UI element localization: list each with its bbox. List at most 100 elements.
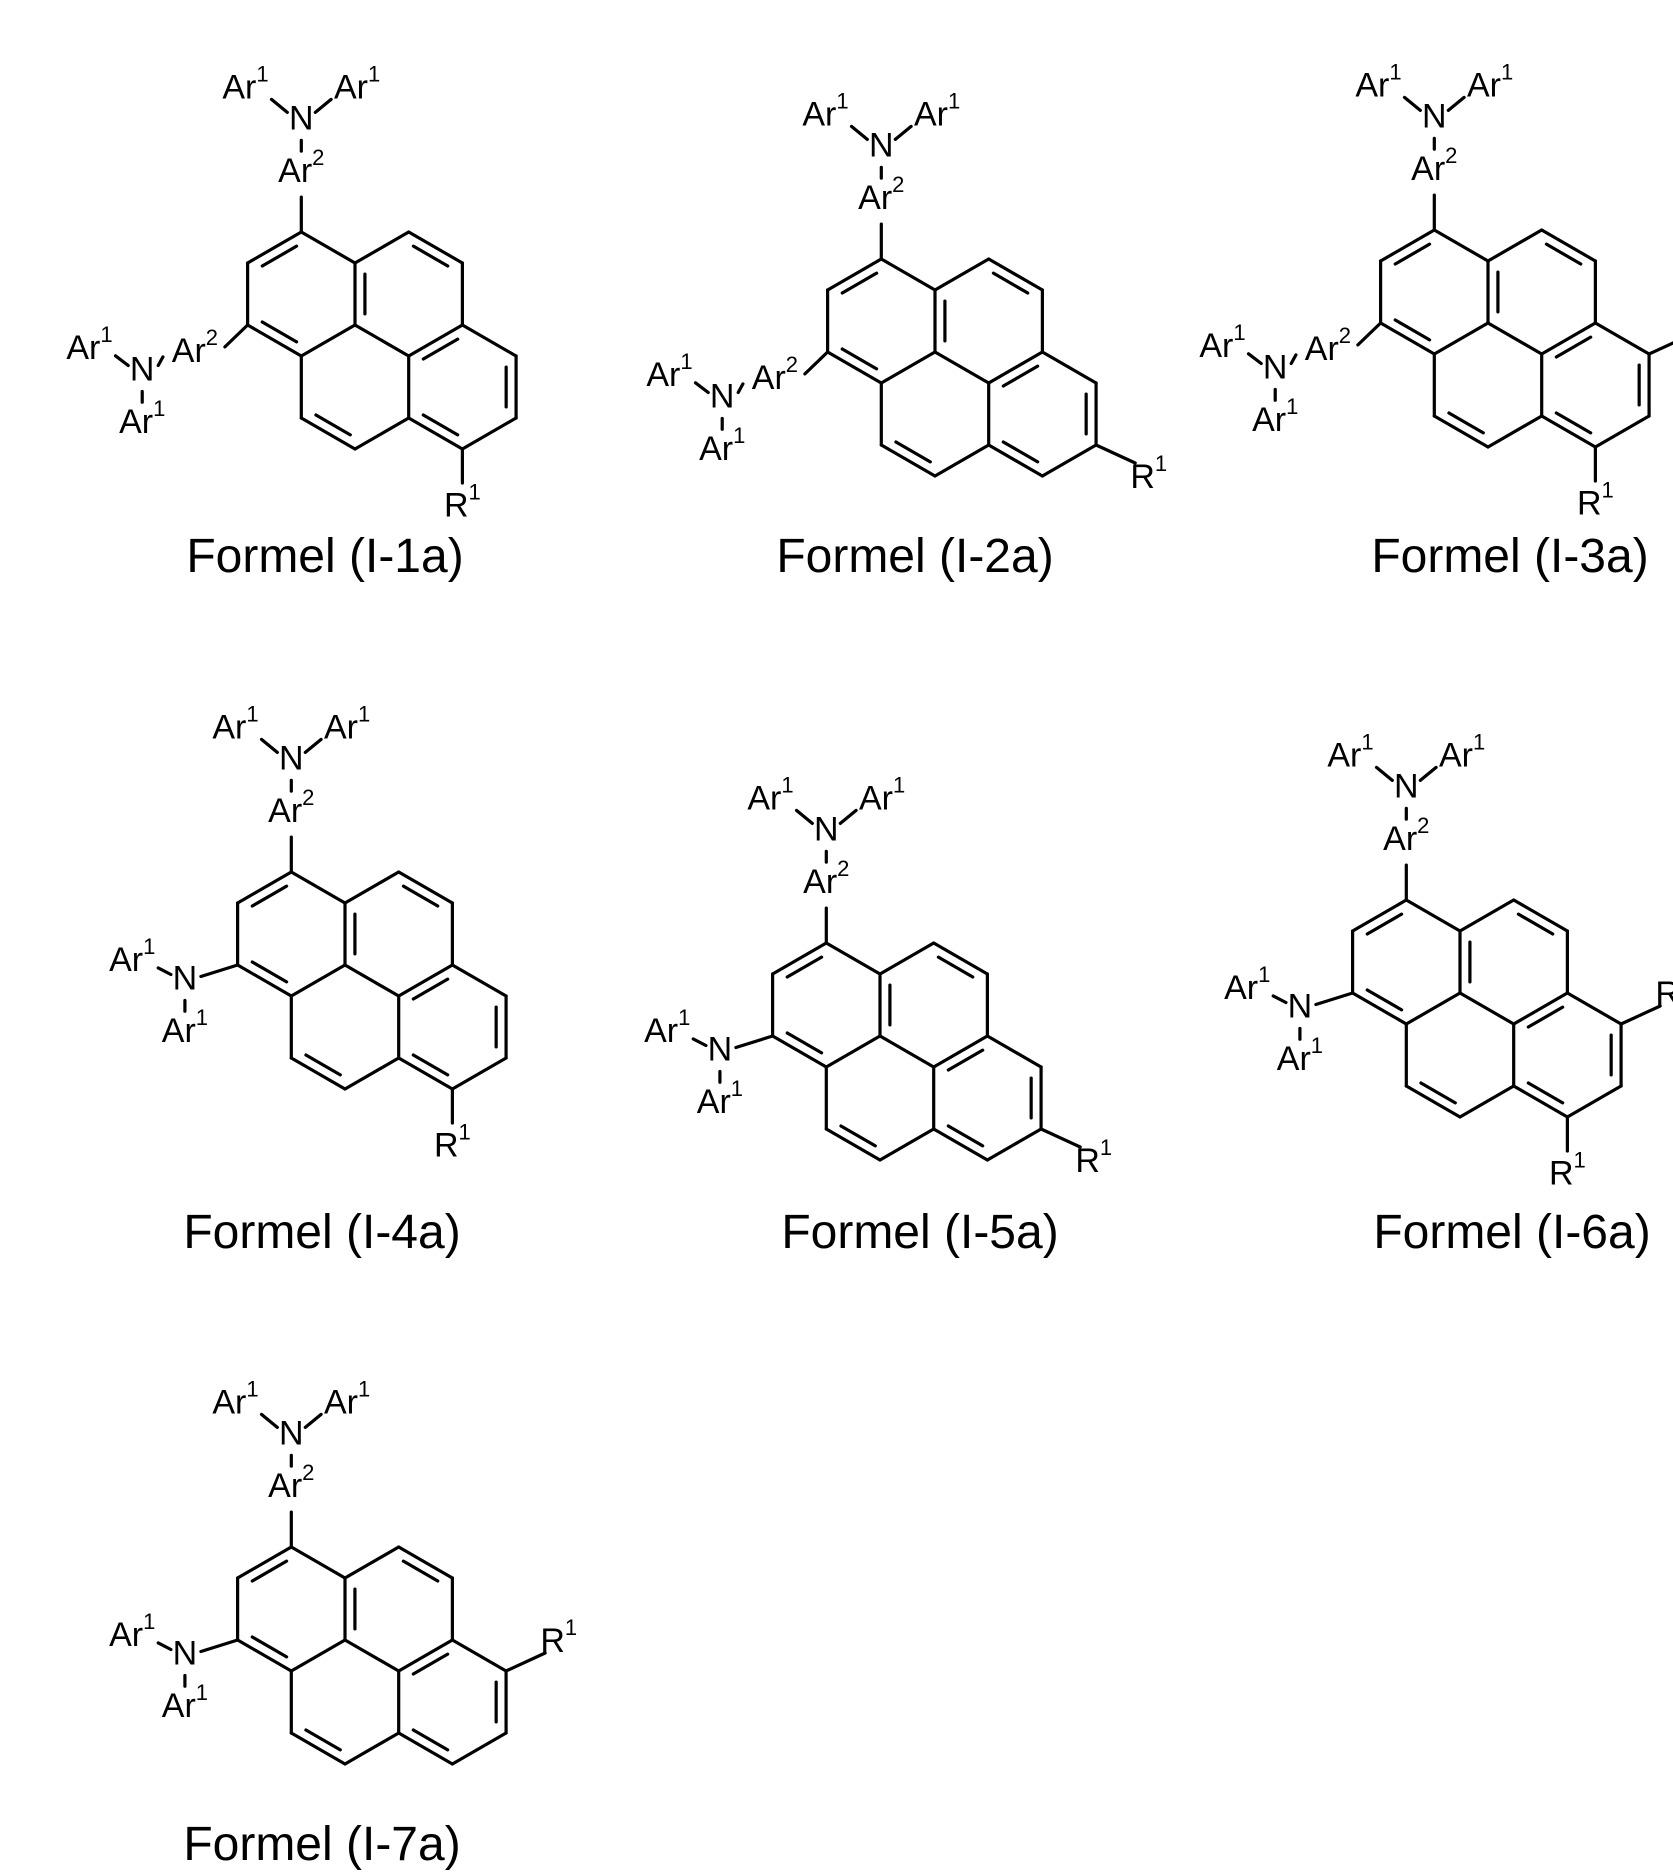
ar1-label-symbol: Ar bbox=[914, 95, 948, 133]
n-left-label-symbol: N bbox=[1263, 348, 1288, 386]
ar2-left-label: Ar2 bbox=[1305, 323, 1351, 368]
double-bond-line bbox=[413, 1654, 447, 1674]
ring-bond bbox=[291, 872, 345, 903]
ar1-label-symbol: Ar bbox=[699, 430, 733, 468]
n-top-label: N bbox=[289, 99, 314, 137]
ar1-label: Ar1 bbox=[66, 322, 112, 367]
n-top-label: N bbox=[279, 1414, 304, 1452]
double-bond-line bbox=[787, 957, 821, 977]
ar1-label-superscript: 1 bbox=[680, 349, 692, 374]
double-bond-line bbox=[896, 442, 930, 462]
double-bond-line bbox=[413, 1730, 447, 1750]
double-bond-line bbox=[403, 886, 437, 906]
double-bond-line bbox=[1003, 366, 1037, 386]
ar1-label-symbol: Ar bbox=[334, 68, 368, 106]
n-left-label-symbol: N bbox=[710, 377, 735, 415]
ring-bond bbox=[1460, 1086, 1514, 1117]
r1-label: R1 bbox=[434, 1120, 471, 1165]
ar2-left-label-symbol: Ar bbox=[172, 332, 206, 370]
ar1-label: Ar1 bbox=[747, 772, 793, 817]
ar1-label: Ar1 bbox=[697, 1076, 743, 1121]
ring-bond bbox=[345, 1733, 399, 1764]
bond-n-ar1 bbox=[840, 810, 856, 823]
double-bond-line bbox=[1421, 1083, 1455, 1103]
ar1-label-symbol: Ar bbox=[324, 708, 358, 746]
bond-n-ar1 bbox=[1273, 996, 1286, 1003]
bond-n-ar1 bbox=[1448, 97, 1464, 110]
ring-bond bbox=[1460, 900, 1514, 931]
ar2-left-label-superscript: 2 bbox=[206, 325, 218, 350]
n-left-label-symbol: N bbox=[708, 1030, 733, 1068]
ar2-top-label-superscript: 2 bbox=[1445, 143, 1457, 168]
bond-n-ar1 bbox=[797, 810, 813, 823]
n-top-label: N bbox=[814, 810, 839, 848]
ring-bond bbox=[452, 965, 506, 996]
formula-caption: Formel (I-6a) bbox=[1373, 1206, 1650, 1259]
n-top-label-symbol: N bbox=[289, 99, 314, 137]
r1-label: R1 bbox=[444, 480, 481, 525]
n-top-label: N bbox=[1394, 767, 1419, 805]
ring-bond bbox=[291, 1640, 345, 1671]
ar1-label-symbol: Ar bbox=[212, 708, 246, 746]
bond-ar2-n bbox=[1291, 355, 1296, 364]
r1-label-superscript: 1 bbox=[459, 1120, 471, 1145]
r1-label-symbol: R bbox=[1577, 485, 1602, 523]
ring-bond bbox=[301, 232, 355, 263]
r1-label-superscript: 1 bbox=[565, 1615, 577, 1640]
double-bond-line bbox=[316, 415, 350, 435]
ring-bond bbox=[1595, 323, 1649, 354]
bond-to-r1 bbox=[1621, 1006, 1660, 1024]
ring-bond bbox=[345, 965, 399, 996]
n-top-label: N bbox=[279, 739, 304, 777]
ring-bond bbox=[880, 1036, 934, 1067]
double-bond-line bbox=[1546, 244, 1580, 264]
double-bond-line bbox=[938, 957, 972, 977]
ring-bond bbox=[987, 1129, 1041, 1160]
ar1-label-superscript: 1 bbox=[1501, 59, 1513, 84]
ar1-label: Ar1 bbox=[1467, 59, 1513, 104]
ring-bond bbox=[880, 1129, 934, 1160]
double-bond-line bbox=[842, 273, 876, 293]
formula-caption: Formel (I-7a) bbox=[183, 1818, 460, 1871]
ring-bond bbox=[291, 1547, 345, 1578]
ar1-label: Ar1 bbox=[162, 1680, 208, 1725]
ring-bond bbox=[1567, 1086, 1621, 1117]
ar1-label-superscript: 1 bbox=[1389, 59, 1401, 84]
ar1-label: Ar1 bbox=[162, 1005, 208, 1050]
double-bond-line bbox=[948, 1050, 982, 1070]
ar1-label-superscript: 1 bbox=[256, 61, 268, 86]
double-bond-line bbox=[1395, 244, 1429, 264]
ar1-label: Ar1 bbox=[1199, 320, 1245, 365]
bond-n-ar1 bbox=[1377, 767, 1393, 780]
ar1-label: Ar1 bbox=[1277, 1033, 1323, 1078]
ar1-label-symbol: Ar bbox=[1439, 736, 1473, 774]
ring-bond bbox=[1042, 352, 1096, 383]
ar1-label-superscript: 1 bbox=[368, 61, 380, 86]
n-left-label-symbol: N bbox=[173, 1634, 198, 1672]
ar2-top-label-symbol: Ar bbox=[858, 179, 892, 217]
r1-label-symbol: R bbox=[1549, 1155, 1574, 1193]
ring-bond bbox=[1434, 323, 1488, 354]
bond-n-ar1 bbox=[1405, 97, 1421, 110]
ar1-label-symbol: Ar bbox=[212, 1383, 246, 1421]
bond-n-ar1 bbox=[158, 1643, 171, 1650]
double-bond-line bbox=[413, 246, 447, 266]
n-top-label: N bbox=[1422, 97, 1447, 135]
ar1-label: Ar1 bbox=[222, 61, 268, 106]
ring-bond bbox=[462, 418, 516, 449]
r1-label-symbol: R bbox=[444, 487, 469, 525]
r1-label: R1 bbox=[1075, 1135, 1112, 1180]
ring-bond bbox=[355, 325, 409, 356]
ar2-top-label-superscript: 2 bbox=[302, 785, 314, 810]
ar2-top-label-symbol: Ar bbox=[268, 792, 302, 830]
ar1-label: Ar1 bbox=[324, 1376, 370, 1421]
formula-caption: Formel (I-5a) bbox=[781, 1206, 1058, 1259]
double-bond-line bbox=[787, 1033, 821, 1053]
ar1-label: Ar1 bbox=[802, 88, 848, 133]
ring-bond bbox=[345, 1640, 399, 1671]
bond-n-ar1 bbox=[305, 739, 321, 752]
double-bond-line bbox=[252, 962, 286, 982]
bond-ar2-n bbox=[738, 384, 743, 393]
ar2-top-label-symbol: Ar bbox=[278, 152, 312, 190]
double-bond-line bbox=[413, 979, 447, 999]
